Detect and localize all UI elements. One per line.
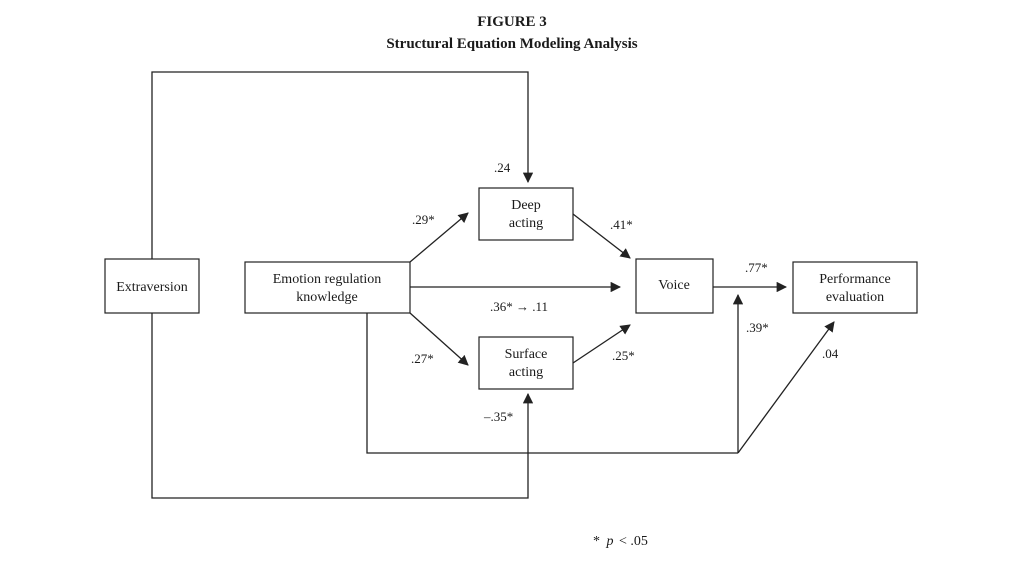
figure-number: FIGURE 3	[477, 14, 547, 30]
note-star: *	[593, 534, 600, 549]
edge-deep-voice	[572, 213, 631, 259]
node-performance-label-line1: Performance	[819, 272, 891, 287]
node-voice: Voice	[635, 258, 714, 314]
node-erk-label-line2: knowledge	[296, 290, 357, 305]
coef-extraversion-deep: .24	[494, 160, 511, 175]
edges	[151, 71, 835, 499]
coef-deep-voice: .41*	[610, 217, 633, 232]
node-deep-label-line1: Deep	[511, 198, 541, 213]
node-performance-label-line2: evaluation	[826, 290, 884, 305]
edge-extraversion-surface	[151, 313, 534, 499]
edge-erk-performance	[737, 321, 835, 454]
coef-erk-surface: .27*	[411, 351, 434, 366]
edge-erk-deep	[409, 212, 469, 263]
node-surface-label-line2: acting	[509, 365, 543, 380]
coef-voice-performance: .77*	[745, 260, 768, 275]
coef-erk-deep: .29*	[412, 212, 435, 227]
edge-erk-bottom-line	[366, 313, 738, 454]
note-threshold: < .05	[619, 534, 648, 549]
node-performance-evaluation: Performance evaluation	[792, 261, 918, 314]
path-coefficients: .24 .29* .27* .36* → .11 .41* .25* .77* …	[411, 160, 839, 424]
coef-erk-voice: .36* → .11	[490, 299, 548, 314]
node-emotion-regulation-knowledge: Emotion regulation knowledge	[244, 261, 411, 314]
coef-extraversion-surface: –.35*	[483, 409, 513, 424]
note-p: p	[606, 534, 614, 549]
node-deep-acting: Deep acting	[478, 187, 574, 241]
edge-surface-voice	[572, 324, 631, 364]
coef-erk-voice-performance-link: .39*	[746, 320, 769, 335]
node-erk-label-line1: Emotion regulation	[273, 272, 381, 287]
edge-erk-surface	[409, 312, 469, 366]
coef-surface-voice: .25*	[612, 348, 635, 363]
node-voice-label: Voice	[658, 278, 690, 293]
coef-erk-performance: .04	[822, 346, 839, 361]
significance-note: * p < .05	[593, 534, 648, 549]
node-deep-label-line2: acting	[509, 216, 543, 231]
node-surface-acting: Surface acting	[478, 336, 574, 390]
node-extraversion-label: Extraversion	[116, 280, 188, 295]
node-surface-label-line1: Surface	[505, 347, 548, 362]
node-extraversion: Extraversion	[104, 258, 200, 314]
figure-title: Structural Equation Modeling Analysis	[386, 36, 638, 52]
edge-extraversion-deep	[151, 71, 534, 259]
